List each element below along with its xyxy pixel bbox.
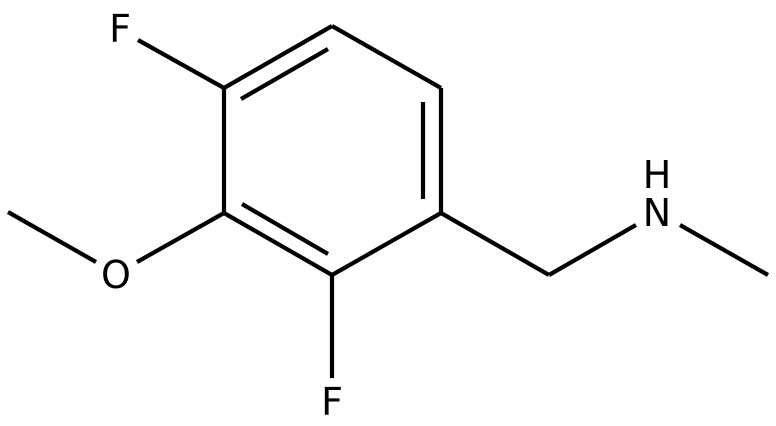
bond-c6-f-top [136,38,226,90]
atom-label-n-amine: N [643,191,671,235]
atom-label-f-top: F [109,7,131,51]
bond-c3-ch2 [439,211,551,277]
bond-o-ch3 [6,210,98,264]
bond-c5-o [135,211,226,264]
bond-ch2-n [547,223,638,277]
bond-inner-c6-c1 [239,47,330,101]
bond-ring-c6-c1 [222,24,334,90]
atom-label-h-amine: H [643,153,672,197]
bond-ring-c4-c5 [222,211,334,277]
bond-n-ch3 [678,223,770,277]
bond-ring-c3-c4 [330,211,443,277]
bond-inner-c4-c5 [240,202,330,256]
atom-label-o-methoxy: O [101,253,131,297]
atom-label-f-bottom: F [321,380,343,424]
bond-ring-c1-c2 [330,24,443,90]
